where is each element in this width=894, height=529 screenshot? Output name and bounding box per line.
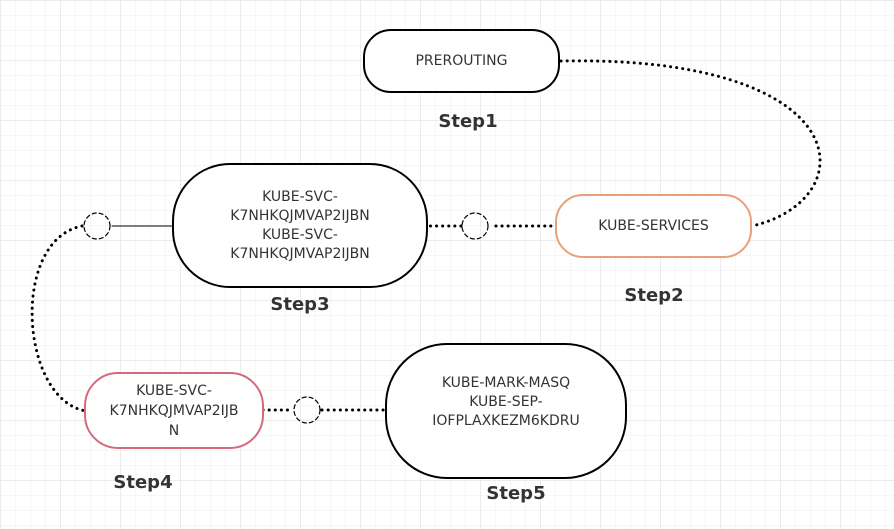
junction-circle-middle [461, 212, 489, 240]
step5-label: Step5 [486, 483, 546, 504]
node-kube-svc-step4[interactable]: KUBE-SVC- K7NHKQJMVAP2IJB N [84, 372, 264, 449]
step4-label: Step4 [113, 472, 173, 493]
step1-label: Step1 [438, 111, 498, 132]
node-kube-mark-masq-label: KUBE-MARK-MASQ KUBE-SEP- IOFPLAXKEZM6KDR… [432, 374, 580, 429]
junction-circle-left [83, 212, 111, 240]
node-prerouting[interactable]: PREROUTING [363, 29, 560, 93]
node-kube-svc-step4-label: KUBE-SVC- K7NHKQJMVAP2IJB N [109, 382, 239, 439]
step3-label: Step3 [270, 294, 330, 315]
node-kube-mark-masq[interactable]: KUBE-MARK-MASQ KUBE-SEP- IOFPLAXKEZM6KDR… [385, 343, 627, 479]
node-kube-svc-double[interactable]: KUBE-SVC- K7NHKQJMVAP2IJBN KUBE-SVC- K7N… [172, 163, 428, 288]
connector-svc-to-step4 [30, 224, 88, 413]
step2-label: Step2 [624, 285, 684, 306]
node-kube-services[interactable]: KUBE-SERVICES [555, 194, 752, 258]
node-kube-services-label: KUBE-SERVICES [598, 217, 709, 234]
node-kube-svc-double-label: KUBE-SVC- K7NHKQJMVAP2IJBN KUBE-SVC- K7N… [230, 188, 370, 262]
connector-prerouting-to-services [559, 59, 822, 228]
node-prerouting-label: PREROUTING [415, 52, 508, 69]
junction-circle-bottom [293, 396, 321, 424]
